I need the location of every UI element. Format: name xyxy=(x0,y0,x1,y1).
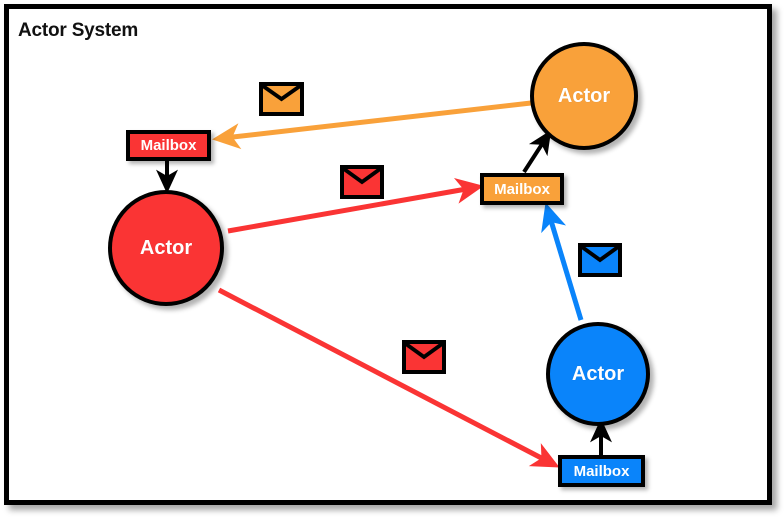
mailbox-label: Mailbox xyxy=(573,462,630,480)
envelope-icon xyxy=(340,165,384,199)
actor-label: Actor xyxy=(571,362,625,385)
mailbox-label: Mailbox xyxy=(140,137,197,154)
actor-node-blue[interactable]: Actor xyxy=(546,322,650,426)
envelope-flap-icon xyxy=(406,344,442,360)
mailbox-node-orange[interactable]: Mailbox xyxy=(480,173,564,205)
envelope-flap-icon xyxy=(263,86,300,102)
mailbox-node-blue[interactable]: Mailbox xyxy=(558,455,645,487)
envelope-flap-icon xyxy=(344,169,380,185)
actor-node-red[interactable]: Actor xyxy=(108,190,224,306)
envelope-icon xyxy=(402,340,446,374)
mailbox-node-red[interactable]: Mailbox xyxy=(126,130,211,161)
envelope-flap-icon xyxy=(582,247,618,263)
page-title: Actor System xyxy=(18,20,139,41)
actor-node-orange[interactable]: Actor xyxy=(530,42,638,150)
mailbox-label: Mailbox xyxy=(494,180,550,198)
envelope-icon xyxy=(578,243,622,277)
actor-label: Actor xyxy=(557,84,611,107)
envelope-icon xyxy=(259,82,304,116)
actor-label: Actor xyxy=(139,236,193,259)
